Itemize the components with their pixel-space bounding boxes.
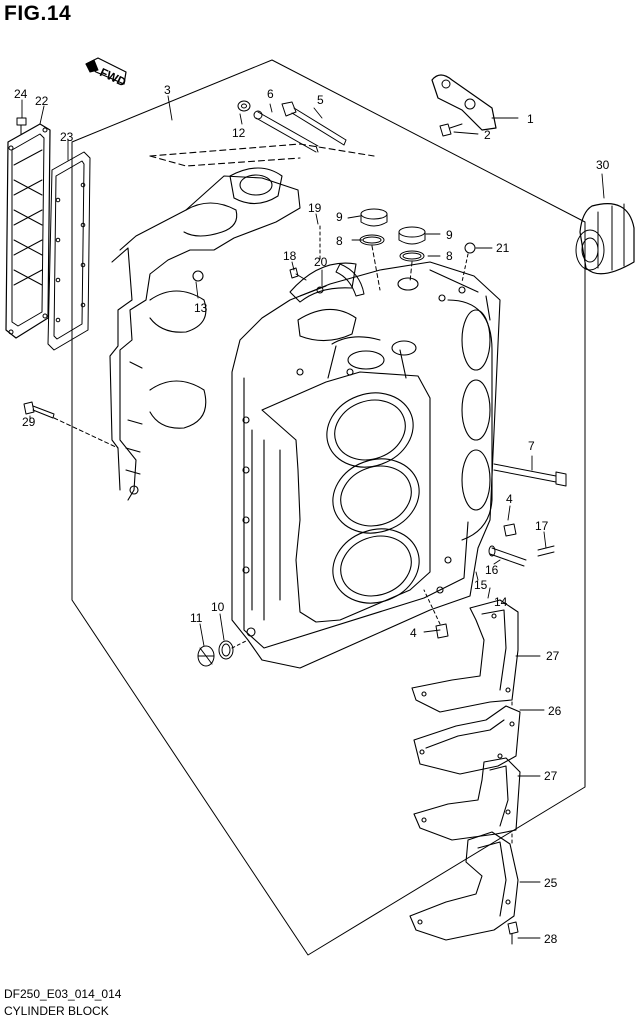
callout-7: 7 (528, 439, 535, 453)
part-30-oil-filter (575, 203, 635, 275)
part-4-plug-upper (503, 523, 517, 537)
part-28-bolt (507, 921, 519, 945)
callout-16: 16 (485, 563, 499, 577)
callout-9-right: 9 (446, 228, 453, 242)
part-2-bolt (439, 123, 463, 137)
callout-13: 13 (194, 301, 208, 315)
callout-22: 22 (35, 94, 49, 108)
part-26-plate (413, 705, 521, 775)
callout-30: 30 (596, 158, 610, 172)
callout-26: 26 (548, 704, 562, 718)
diagram-name: CYLINDER BLOCK (4, 1004, 109, 1018)
callout-10: 10 (211, 600, 225, 614)
callout-14: 14 (494, 595, 508, 609)
callout-6: 6 (267, 87, 274, 101)
figure-title: FIG.14 (4, 2, 72, 25)
part-21-plug (461, 242, 476, 283)
callout-19: 19 (308, 201, 322, 215)
part-8-oring-left (359, 234, 385, 246)
assembly-frame (71, 59, 586, 956)
callout-2: 2 (484, 128, 491, 142)
diagram-code: DF250_E03_014_014 (4, 987, 122, 1001)
part-10-seal (218, 640, 234, 660)
part-27-plate-upper (411, 599, 519, 713)
part-4-plug-lower (423, 589, 449, 639)
callout-28: 28 (544, 932, 558, 946)
callout-4-lower: 4 (410, 626, 417, 640)
part-27-plate-lower (413, 757, 521, 841)
part-11-plug (197, 645, 215, 667)
part-9-cap-right (398, 226, 426, 245)
callout-4-upper: 4 (506, 492, 513, 506)
part-25-plate (409, 831, 519, 941)
part-6-bolt (253, 110, 319, 153)
callout-18: 18 (283, 249, 297, 263)
callout-labels: 1 2 3 4 4 5 6 7 8 8 9 9 10 11 12 13 14 1… (14, 83, 610, 946)
part-3-cylinder-block (109, 143, 501, 669)
part-20-clip (299, 285, 327, 297)
callout-8-left: 8 (336, 234, 343, 248)
callout-29: 29 (22, 415, 36, 429)
part-1-bracket (431, 74, 497, 131)
part-8-oring-right (399, 250, 425, 262)
fwd-arrow-icon: FWD (85, 57, 129, 89)
fwd-label: FWD (98, 65, 129, 89)
callout-3: 3 (164, 83, 171, 97)
callout-25: 25 (544, 876, 558, 890)
callout-17: 17 (535, 519, 549, 533)
callout-24: 24 (14, 87, 28, 101)
callout-23: 23 (60, 130, 74, 144)
part-12-washer (237, 100, 251, 112)
part-24-bolt (16, 117, 27, 135)
part-9-cap-left (360, 208, 388, 227)
callout-9-left: 9 (336, 210, 343, 224)
part-23-gasket (47, 151, 91, 351)
callout-21: 21 (496, 241, 510, 255)
callout-11: 11 (190, 611, 203, 625)
part-5-stud (281, 101, 347, 146)
leader-lines (21, 95, 605, 939)
callout-5: 5 (317, 93, 324, 107)
callout-15: 15 (474, 578, 488, 592)
callout-27-lower: 27 (544, 769, 558, 783)
part-18-screw (289, 267, 307, 281)
callout-20: 20 (314, 255, 328, 269)
callout-12: 12 (232, 126, 246, 140)
part-19-retainer (335, 263, 365, 297)
part-29-bolt (23, 401, 55, 419)
callout-27-upper: 27 (546, 649, 560, 663)
callout-8-right: 8 (446, 249, 453, 263)
part-16-pipe (488, 545, 527, 567)
part-7-bolt (493, 463, 567, 487)
callout-1: 1 (527, 112, 534, 126)
part-22-exhaust-cover (5, 123, 51, 339)
